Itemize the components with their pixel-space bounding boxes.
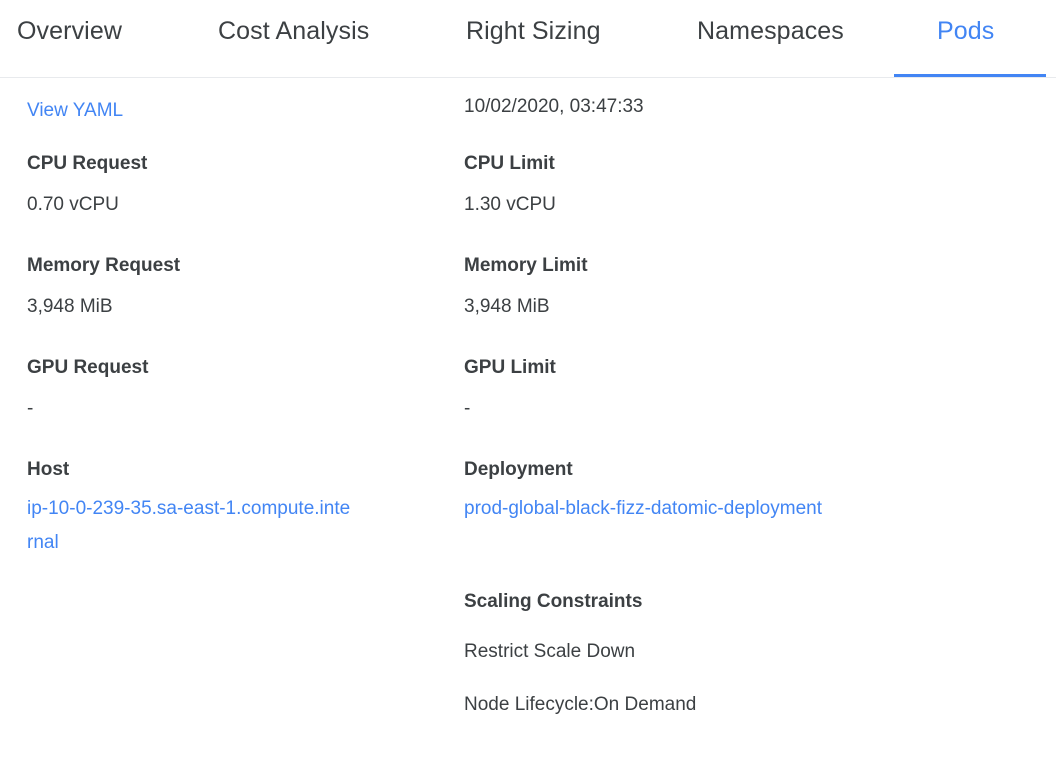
memory-limit-value: 3,948 MiB [464, 296, 550, 317]
view-yaml-link[interactable]: View YAML [27, 100, 124, 121]
field-deployment: Deployment prod-global-black-fizz-datomi… [464, 457, 854, 526]
tab-namespaces[interactable]: Namespaces [697, 17, 844, 45]
memory-request-label: Memory Request [27, 255, 181, 276]
gpu-limit-label: GPU Limit [464, 357, 556, 378]
scaling-constraints-label: Scaling Constraints [464, 591, 643, 612]
deployment-label: Deployment [464, 459, 573, 480]
gpu-limit-value: - [464, 398, 471, 419]
field-cpu-request: CPU Request 0.70 vCPU [27, 151, 437, 218]
scaling-constraint-item: Restrict Scale Down [464, 641, 636, 662]
field-memory-limit: Memory Limit 3,948 MiB [464, 253, 864, 320]
tab-cost-analysis[interactable]: Cost Analysis [218, 17, 370, 45]
tab-right-sizing[interactable]: Right Sizing [466, 17, 601, 45]
deployment-link[interactable]: prod-global-black-fizz-datomic-deploymen… [464, 498, 822, 519]
active-tab-indicator [894, 74, 1046, 77]
cpu-request-label: CPU Request [27, 153, 148, 174]
tab-overview[interactable]: Overview [17, 17, 122, 45]
tab-pods[interactable]: Pods [937, 17, 995, 45]
field-host: Host ip-10-0-239-35.sa-east-1.compute.in… [27, 457, 357, 560]
tab-bar: Overview Cost Analysis Right Sizing Name… [0, 0, 1056, 78]
field-gpu-request: GPU Request - [27, 355, 437, 422]
field-cpu-limit: CPU Limit 1.30 vCPU [464, 151, 864, 218]
cpu-limit-label: CPU Limit [464, 153, 555, 174]
pod-timestamp: 10/02/2020, 03:47:33 [464, 96, 644, 117]
field-memory-request: Memory Request 3,948 MiB [27, 253, 437, 320]
host-label: Host [27, 459, 70, 480]
gpu-request-label: GPU Request [27, 357, 149, 378]
memory-request-value: 3,948 MiB [27, 296, 113, 317]
memory-limit-label: Memory Limit [464, 255, 588, 276]
cpu-limit-value: 1.30 vCPU [464, 194, 556, 215]
field-scaling-constraints: Scaling Constraints Restrict Scale Down … [464, 589, 864, 718]
scaling-constraint-item: Node Lifecycle:On Demand [464, 694, 697, 715]
cpu-request-value: 0.70 vCPU [27, 194, 119, 215]
host-link[interactable]: ip-10-0-239-35.sa-east-1.compute.interna… [27, 498, 351, 553]
pod-details-panel: View YAML CPU Request 0.70 vCPU Memory R… [0, 78, 1056, 758]
gpu-request-value: - [27, 398, 34, 419]
field-gpu-limit: GPU Limit - [464, 355, 864, 422]
